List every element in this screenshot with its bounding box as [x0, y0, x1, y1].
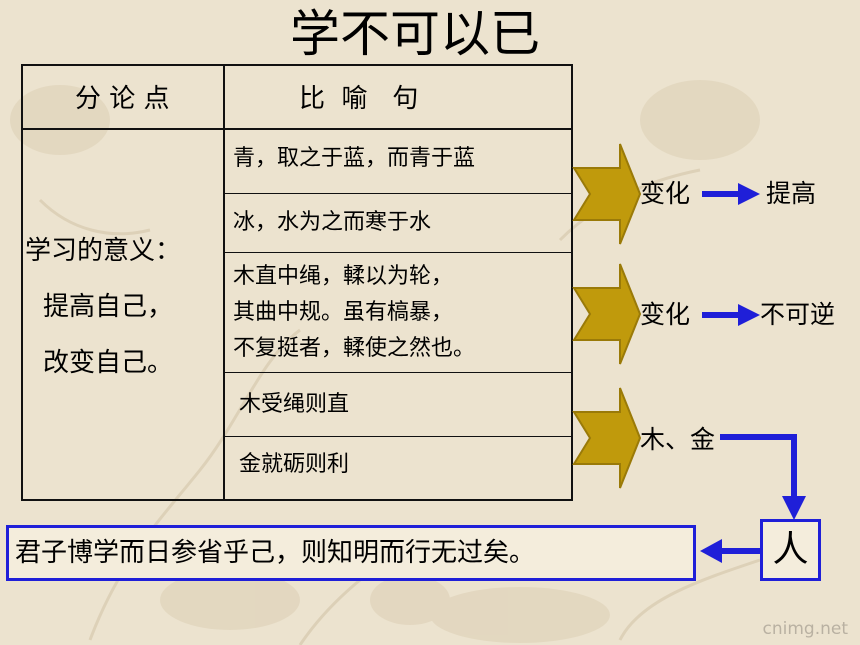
annotation-change-1: 变化	[640, 179, 691, 208]
metaphor-row-5: 金就砺则利	[239, 452, 350, 477]
left-line-1: 学习的意义：	[25, 236, 182, 266]
blue-arrow-right-icon	[702, 304, 760, 326]
metaphor-row-3-line-1: 木直中绳，輮以为轮，	[233, 264, 454, 289]
header-metaphor: 比 喻 句	[299, 84, 419, 114]
chevron-arrow-icon	[572, 263, 642, 365]
chevron-arrow-icon	[572, 387, 642, 489]
header-sub-point: 分 论 点	[75, 84, 170, 114]
metaphor-row-2: 冰，水为之而寒于水	[233, 210, 432, 235]
table-row-divider	[225, 193, 571, 194]
table-row-divider	[225, 252, 571, 253]
metaphor-row-4: 木受绳则直	[239, 392, 350, 417]
metaphor-row-3-line-3: 不复挺者，輮使之然也。	[233, 336, 476, 361]
watermark: cnimg.net	[762, 619, 849, 639]
page-title: 学不可以已	[290, 5, 540, 63]
left-line-2: 提高自己，	[43, 292, 174, 322]
analysis-table: 分 论 点 比 喻 句 学习的意义： 提高自己， 改变自己。 青，取之于蓝，而青…	[21, 64, 573, 501]
left-line-3: 改变自己。	[43, 348, 174, 378]
annotation-result-improve: 提高	[766, 179, 817, 208]
chevron-arrow-icon	[572, 143, 642, 245]
person-box: 人	[760, 519, 821, 581]
blue-arrow-right-icon	[702, 183, 760, 205]
blue-connector-down-icon	[720, 434, 806, 520]
blue-arrow-left-icon	[700, 539, 760, 563]
annotation-wood-metal: 木、金	[640, 425, 716, 454]
metaphor-row-1: 青，取之于蓝，而青于蓝	[233, 146, 476, 171]
table-header-divider	[23, 128, 571, 130]
table-row-divider	[225, 436, 571, 437]
table-row-divider	[225, 372, 571, 373]
table-column-divider	[223, 66, 225, 499]
annotation-result-irreversible: 不可逆	[760, 300, 836, 329]
conclusion-box: 君子博学而日参省乎己，则知明而行无过矣。	[6, 525, 696, 581]
metaphor-row-3-line-2: 其曲中规。虽有槁暴，	[233, 300, 454, 325]
annotation-change-2: 变化	[640, 300, 691, 329]
